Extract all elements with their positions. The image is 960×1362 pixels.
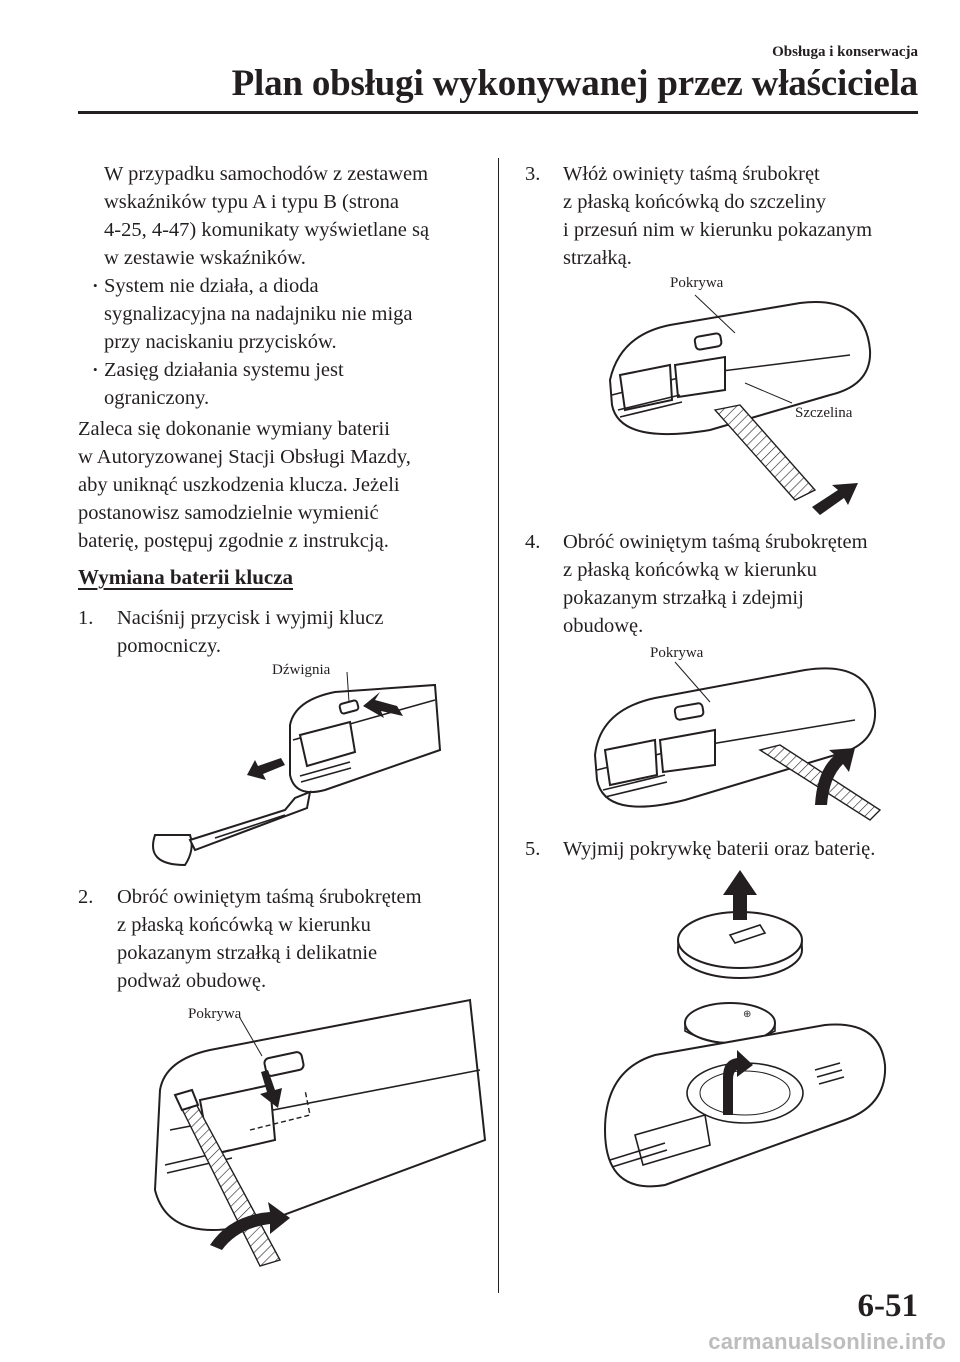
figure-pry-cover bbox=[153, 998, 487, 1267]
intro-text: W przypadku samochodów z zestawem wskaźn… bbox=[93, 160, 484, 412]
watermark: carmanualsonline.info bbox=[708, 1329, 946, 1354]
advice-paragraph: Zaleca się dokonanie wymiany baterii w A… bbox=[78, 415, 488, 555]
text-line: W przypadku samochodów z zestawem bbox=[104, 163, 429, 185]
text-line: Wyjmij pokrywkę baterii oraz baterię. bbox=[563, 838, 876, 860]
section-heading: Wymiana baterii klucza bbox=[78, 565, 294, 589]
svg-text:⊕: ⊕ bbox=[743, 1009, 751, 1020]
step-number: 2. bbox=[78, 886, 94, 908]
step-number: 4. bbox=[525, 531, 541, 553]
callout-slot: Szczelina bbox=[795, 405, 853, 421]
page-number: 6-51 bbox=[857, 1288, 919, 1324]
text-line: pokazanym strzałką i zdejmij bbox=[563, 587, 804, 609]
section-label: Obsługa i konserwacja bbox=[772, 44, 918, 60]
step-2: 2. Obróć owiniętym taśmą śrubokrętem z p… bbox=[78, 883, 488, 995]
step-1: 1. Naciśnij przycisk i wyjmij klucz pomo… bbox=[78, 604, 488, 660]
text-line: postanowisz samodzielnie wymienić bbox=[78, 502, 379, 524]
text-line: Włóż owinięty taśmą śrubokręt bbox=[563, 163, 820, 185]
text-line: ograniczony. bbox=[104, 387, 210, 409]
column-divider bbox=[498, 158, 499, 1293]
bullet-item: • System nie działa, a dioda sygnalizacy… bbox=[93, 272, 484, 356]
text-line: System nie działa, a dioda bbox=[104, 275, 319, 297]
bullet-dot: • bbox=[93, 278, 98, 293]
step-number: 1. bbox=[78, 607, 94, 629]
text-line: pomocniczy. bbox=[117, 635, 221, 657]
text-line: w zestawie wskaźników. bbox=[104, 247, 306, 269]
text-line: w Autoryzowanej Stacji Obsługi Mazdy, bbox=[78, 446, 411, 468]
callout-cover: Pokrywa bbox=[650, 645, 704, 661]
step-5: 5. Wyjmij pokrywkę baterii oraz baterię. bbox=[525, 835, 935, 863]
figure-remove-cover bbox=[593, 661, 882, 821]
text-line: i przesuń nim w kierunku pokazanym bbox=[563, 219, 873, 241]
text-line: Naciśnij przycisk i wyjmij klucz bbox=[117, 607, 384, 629]
text-line: z płaską końcówką w kierunku bbox=[563, 559, 817, 581]
bullet-item: • Zasięg działania systemu jest ogranicz… bbox=[93, 356, 484, 412]
bullet-dot: • bbox=[93, 362, 98, 377]
step-4: 4. Obróć owiniętym taśmą śrubokrętem z p… bbox=[525, 528, 935, 640]
text-line: sygnalizacyjna na nadajniku nie miga bbox=[104, 303, 413, 325]
callout-cover: Pokrywa bbox=[188, 1006, 242, 1022]
text-line: przy naciskaniu przycisków. bbox=[104, 331, 337, 353]
text-line: 4-25, 4-47) komunikaty wyświetlane są bbox=[104, 219, 430, 241]
text-line: podważ obudowę. bbox=[117, 970, 267, 992]
page-title: Plan obsługi wykonywanej przez właścicie… bbox=[231, 63, 919, 104]
step-3: 3. Włóż owinięty taśmą śrubokręt z płask… bbox=[525, 160, 935, 272]
figure-key-release bbox=[152, 671, 442, 867]
step-number: 3. bbox=[525, 163, 541, 185]
text-line: obudowę. bbox=[563, 615, 644, 637]
text-line: Obróć owiniętym taśmą śrubokrętem bbox=[117, 886, 422, 908]
text-line: pokazanym strzałką i delikatnie bbox=[117, 942, 378, 964]
text-line: Obróć owiniętym taśmą śrubokrętem bbox=[563, 531, 868, 553]
callout-lever: Dźwignia bbox=[272, 662, 331, 678]
title-rule bbox=[78, 111, 918, 114]
figure-insert-screwdriver bbox=[608, 294, 872, 515]
text-line: wskaźników typu A i typu B (strona bbox=[104, 191, 399, 213]
step-number: 5. bbox=[525, 838, 541, 860]
figure-remove-battery: ⊕ bbox=[603, 870, 887, 1188]
text-line: aby uniknąć uszkodzenia klucza. Jeżeli bbox=[78, 474, 400, 496]
callout-cover: Pokrywa bbox=[670, 275, 724, 291]
text-line: baterię, postępuj zgodnie z instrukcją. bbox=[78, 530, 389, 552]
text-line: Zaleca się dokonanie wymiany baterii bbox=[78, 418, 390, 440]
text-line: z płaską końcówką do szczeliny bbox=[563, 191, 826, 213]
text-line: z płaską końcówką w kierunku bbox=[117, 914, 371, 936]
text-line: strzałką. bbox=[563, 247, 632, 269]
text-line: Zasięg działania systemu jest bbox=[104, 359, 344, 381]
